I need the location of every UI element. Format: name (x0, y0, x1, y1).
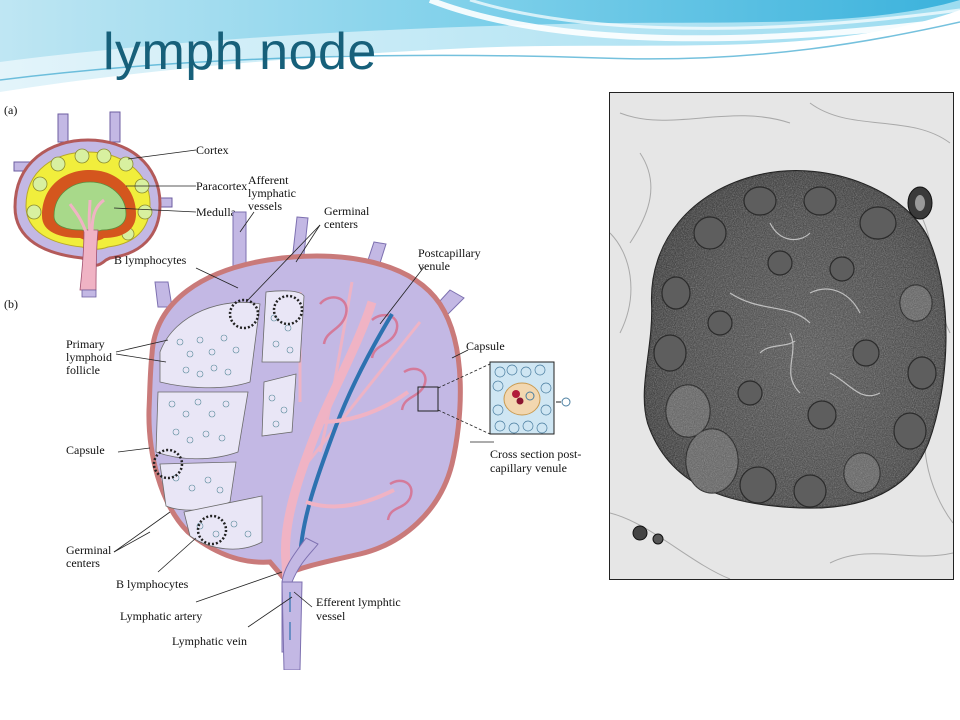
lymph-node-diagram: (a) (4, 103, 581, 670)
label-b-lymphocytes-bottom: B lymphocytes (116, 577, 189, 591)
label-germinal-centers-bottom: Germinal centers (66, 543, 112, 570)
svg-text:Germinal: Germinal (324, 204, 370, 218)
label-germinal-centers-top: Germinal centers (324, 204, 370, 231)
svg-text:Postcapillary: Postcapillary (418, 246, 481, 260)
svg-text:Germinal: Germinal (66, 543, 112, 557)
cross-section-inset (489, 361, 571, 435)
svg-text:capillary venule: capillary venule (490, 461, 567, 475)
svg-text:vessel: vessel (316, 609, 346, 623)
svg-text:lymphatic: lymphatic (248, 186, 296, 200)
panel-a-label: (a) (4, 103, 17, 117)
label-cortex: Cortex (196, 143, 229, 157)
label-medulla: Medulla (196, 205, 237, 219)
label-paracortex: Paracortex (196, 179, 247, 193)
label-capsule-left: Capsule (66, 443, 105, 457)
svg-text:follicle: follicle (66, 363, 100, 377)
svg-text:Primary: Primary (66, 337, 105, 351)
label-efferent-vessel: Efferent lymphtic vessel (316, 595, 401, 623)
svg-text:venule: venule (418, 259, 450, 273)
panel-b-node-drawing (146, 211, 465, 670)
svg-text:centers: centers (324, 217, 358, 231)
lymph-node-micrograph (610, 93, 953, 579)
svg-text:lymphoid: lymphoid (66, 350, 112, 364)
svg-text:Afferent: Afferent (248, 173, 289, 187)
label-lymphatic-vein: Lymphatic vein (172, 634, 247, 648)
svg-text:Efferent lymphtic: Efferent lymphtic (316, 595, 401, 609)
slide-title: lymph node (103, 23, 377, 81)
label-afferent-vessels: Afferent lymphatic vessels (248, 173, 296, 213)
label-cross-section: Cross section post- capillary venule (490, 447, 581, 475)
svg-text:centers: centers (66, 556, 100, 570)
header-wave-decoration (0, 0, 960, 92)
label-primary-lymphoid-follicle: Primary lymphoid follicle (66, 337, 112, 377)
panel-b-label: (b) (4, 297, 18, 311)
micrograph-frame (609, 92, 954, 580)
label-lymphatic-artery: Lymphatic artery (120, 609, 202, 623)
label-capsule-right: Capsule (466, 339, 505, 353)
panel-a-node-drawing (13, 111, 173, 298)
svg-text:vessels: vessels (248, 199, 282, 213)
label-postcapillary-venule: Postcapillary venule (418, 246, 481, 273)
label-b-lymphocytes-top: B lymphocytes (114, 253, 187, 267)
svg-text:Cross section post-: Cross section post- (490, 447, 581, 461)
